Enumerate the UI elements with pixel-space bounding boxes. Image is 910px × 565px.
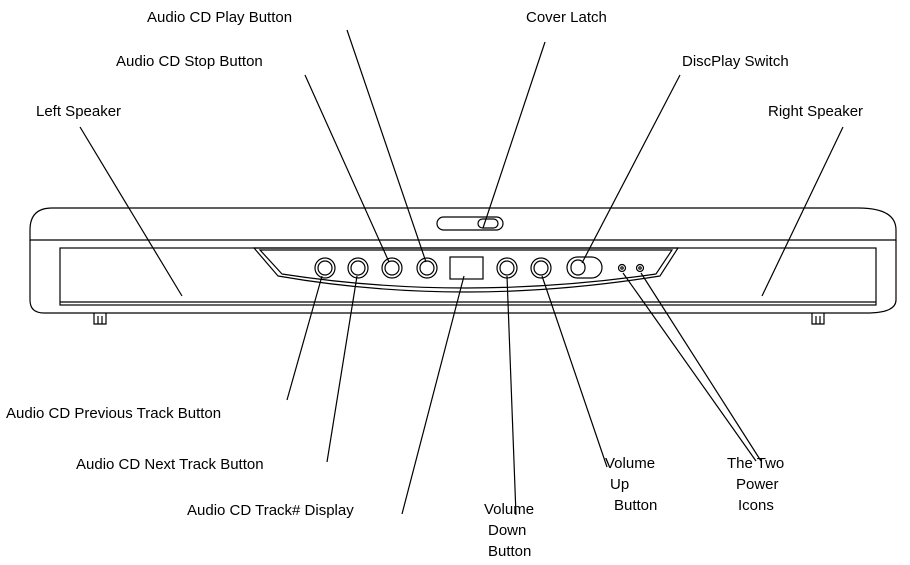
leader-next bbox=[326, 275, 358, 463]
label-next-track: Audio CD Next Track Button bbox=[76, 456, 264, 473]
laptop-base bbox=[29, 240, 897, 314]
laptop-lid bbox=[29, 207, 897, 241]
label-power-icons-1: The Two bbox=[727, 455, 785, 472]
leader-power-1 bbox=[622, 272, 757, 462]
volume-down-button bbox=[496, 257, 518, 279]
label-play-button: Audio CD Play Button bbox=[147, 9, 293, 26]
label-volume-up-2: Up bbox=[610, 476, 630, 493]
leader-discplay bbox=[581, 74, 681, 264]
label-volume-down-3: Button bbox=[488, 543, 532, 560]
power-icon-2 bbox=[635, 263, 645, 273]
next-track-button bbox=[347, 257, 369, 279]
leader-right-speaker bbox=[761, 126, 844, 297]
control-panel bbox=[252, 247, 680, 293]
leader-vol-up bbox=[541, 275, 608, 468]
leader-left-speaker bbox=[79, 126, 183, 297]
stop-button bbox=[381, 257, 403, 279]
cover-latch bbox=[436, 216, 504, 231]
leader-vol-down bbox=[506, 275, 517, 516]
label-track-display: Audio CD Track# Display bbox=[187, 502, 354, 519]
leader-stop bbox=[304, 74, 390, 263]
track-display bbox=[449, 256, 484, 280]
left-foot bbox=[93, 313, 107, 325]
leader-play bbox=[346, 29, 427, 263]
label-prev-track: Audio CD Previous Track Button bbox=[6, 405, 222, 422]
label-right-speaker: Right Speaker bbox=[768, 103, 864, 120]
label-volume-down-2: Down bbox=[488, 522, 527, 539]
label-discplay-switch: DiscPlay Switch bbox=[682, 53, 789, 70]
power-icon-1 bbox=[617, 263, 627, 273]
label-power-icons-2: Power bbox=[736, 476, 779, 493]
leader-latch bbox=[482, 41, 546, 229]
label-stop-button: Audio CD Stop Button bbox=[116, 53, 263, 70]
leader-prev bbox=[286, 275, 323, 401]
label-volume-up-3: Button bbox=[614, 497, 658, 514]
play-button bbox=[416, 257, 438, 279]
right-foot bbox=[811, 313, 825, 325]
leader-display bbox=[401, 275, 465, 515]
label-power-icons-3: Icons bbox=[738, 497, 774, 514]
volume-up-button bbox=[530, 257, 552, 279]
leader-power-2 bbox=[640, 272, 762, 462]
label-volume-up-1: Volume bbox=[605, 455, 656, 472]
label-volume-down-1: Volume bbox=[484, 501, 535, 518]
prev-track-button bbox=[314, 257, 336, 279]
label-left-speaker: Left Speaker bbox=[36, 103, 122, 120]
label-cover-latch: Cover Latch bbox=[526, 9, 607, 26]
